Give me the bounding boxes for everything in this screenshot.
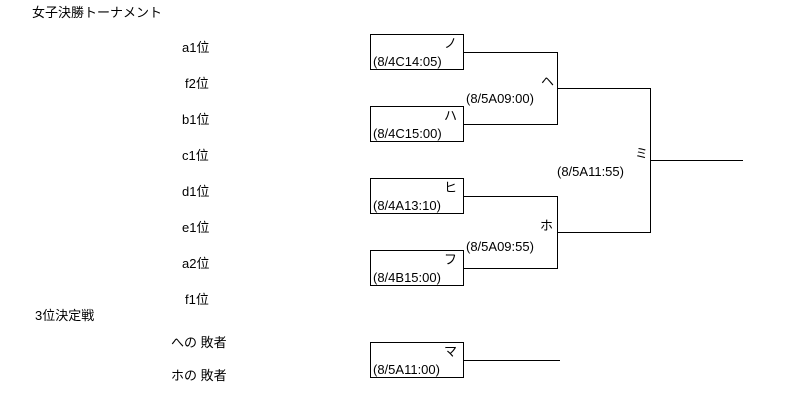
match-box-no: ノ (8/4C14:05) bbox=[370, 34, 464, 70]
connector-line-ho-out bbox=[557, 232, 650, 233]
match-time-he: (8/5A09:00) bbox=[466, 91, 534, 106]
match-box-ma: マ (8/5A11:00) bbox=[370, 342, 464, 378]
connector-line-hi-out bbox=[464, 196, 557, 197]
match-time: (8/4C14:05) bbox=[373, 54, 442, 69]
match-time: (8/4C15:00) bbox=[373, 126, 442, 141]
match-box-ha: ハ (8/4C15:00) bbox=[370, 106, 464, 142]
entrant-label-a2: a2位 bbox=[182, 256, 210, 271]
connector-line-no-out bbox=[464, 52, 557, 53]
entrant-label-e1: e1位 bbox=[182, 220, 210, 235]
entrant-label-c1: c1位 bbox=[182, 148, 209, 163]
match-name: マ bbox=[443, 344, 457, 359]
match-name-he: ヘ bbox=[541, 74, 555, 89]
match-name: ノ bbox=[443, 36, 457, 51]
match-box-fu: フ (8/4B15:00) bbox=[370, 250, 464, 286]
page-title: 女子決勝トーナメント bbox=[32, 5, 163, 20]
third-place-entrant-he-loser: への 敗者 bbox=[171, 335, 227, 350]
match-name: ヒ bbox=[443, 180, 457, 195]
match-time: (8/4A13:10) bbox=[373, 198, 441, 213]
connector-line-ha-out bbox=[464, 124, 557, 125]
match-time: (8/4B15:00) bbox=[373, 270, 441, 285]
entrant-label-b1: b1位 bbox=[182, 112, 210, 127]
match-name: ハ bbox=[443, 108, 457, 123]
match-time-ho: (8/5A09:55) bbox=[466, 239, 534, 254]
entrant-label-a1: a1位 bbox=[182, 40, 210, 55]
third-place-entrant-ho-loser: ホの 敗者 bbox=[171, 368, 227, 383]
connector-line-fu-out bbox=[464, 268, 557, 269]
match-name-mi: ミ bbox=[635, 146, 649, 161]
match-name-ho: ホ bbox=[540, 218, 554, 233]
entrant-label-f2: f2位 bbox=[185, 76, 209, 91]
match-box-hi: ヒ (8/4A13:10) bbox=[370, 178, 464, 214]
match-time-mi: (8/5A11:55) bbox=[557, 164, 624, 179]
connector-line-he-out bbox=[557, 88, 650, 89]
entrant-label-d1: d1位 bbox=[182, 184, 210, 199]
match-name: フ bbox=[443, 252, 457, 267]
match-time: (8/5A11:00) bbox=[373, 362, 440, 377]
entrant-label-f1: f1位 bbox=[185, 292, 209, 307]
third-place-section-title: 3位決定戦 bbox=[35, 308, 95, 323]
connector-line-ma-out bbox=[464, 360, 560, 361]
connector-line-final-out bbox=[650, 160, 743, 161]
